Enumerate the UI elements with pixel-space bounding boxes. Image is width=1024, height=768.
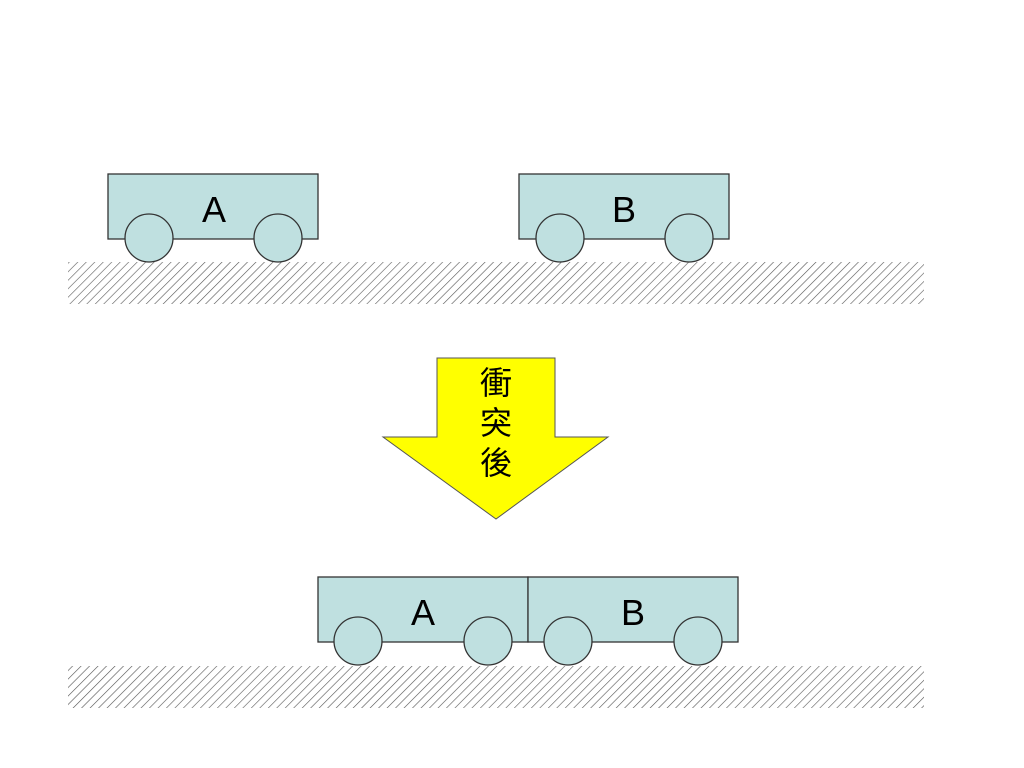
ground-bottom	[68, 666, 924, 708]
cart-b-after-wheel-left	[543, 616, 593, 666]
cart-b-after: B	[527, 576, 739, 666]
cart-a-after: A	[317, 576, 529, 666]
cart-a-before-wheel-left	[124, 213, 174, 263]
ground-top	[68, 262, 924, 304]
cart-b-before: B	[518, 173, 730, 263]
cart-a-after-wheel-left	[333, 616, 383, 666]
scene-after: A B	[68, 576, 924, 708]
cart-b-before-label: B	[612, 189, 636, 230]
arrow-label-char-2: 突	[480, 404, 512, 442]
cart-a-before: A	[107, 173, 319, 263]
cart-b-before-wheel-right	[664, 213, 714, 263]
arrow-shape	[381, 357, 610, 520]
cart-a-before-label: A	[202, 189, 226, 230]
after-collision-arrow: 衝 突 後	[381, 357, 610, 520]
scene-before: A B	[68, 173, 924, 304]
cart-b-after-wheel-right	[673, 616, 723, 666]
cart-b-after-label: B	[621, 592, 645, 633]
arrow-label-char-1: 衝	[480, 364, 512, 402]
cart-a-before-wheel-right	[253, 213, 303, 263]
cart-b-before-wheel-left	[535, 213, 585, 263]
arrow-label-char-3: 後	[480, 444, 512, 482]
cart-a-after-wheel-right	[463, 616, 513, 666]
cart-a-after-label: A	[411, 592, 435, 633]
